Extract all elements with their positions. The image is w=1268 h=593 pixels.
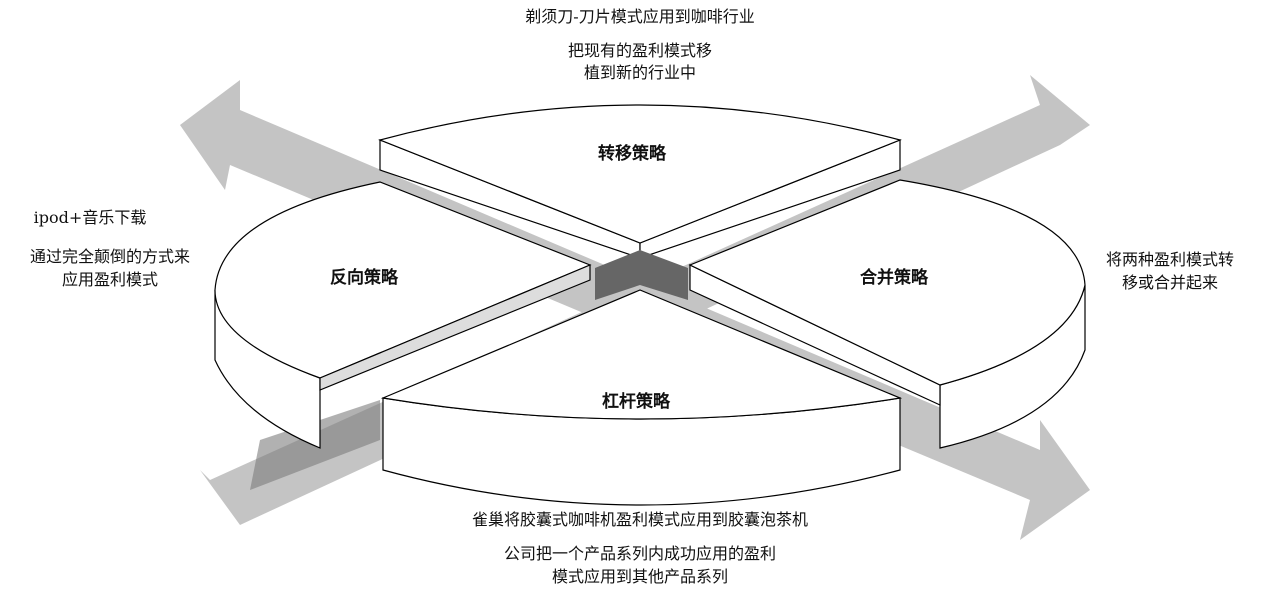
segment-right-shape bbox=[688, 179, 1086, 449]
segment-left-shape bbox=[214, 181, 592, 449]
segment-right-label: 合并策略 bbox=[860, 268, 928, 288]
right-desc-2: 移或合并起来 bbox=[1121, 273, 1218, 292]
right-desc-1: 将两种盈利模式转 bbox=[1105, 250, 1234, 269]
segment-top-label: 转移策略 bbox=[598, 144, 666, 164]
bottom-example: 雀巢将胶囊式咖啡机盈利模式应用到胶囊泡茶机 bbox=[471, 510, 808, 529]
segment-left-label: 反向策略 bbox=[330, 268, 398, 288]
left-desc-2: 应用盈利模式 bbox=[61, 270, 158, 289]
segment-bottom-shape bbox=[380, 289, 903, 506]
left-example: ipod+音乐下载 bbox=[33, 208, 147, 227]
segment-bottom-label: 杠杆策略 bbox=[602, 392, 670, 412]
left-desc-1: 通过完全颠倒的方式来 bbox=[29, 247, 190, 266]
top-desc-1: 把现有的盈利模式移 bbox=[567, 41, 712, 60]
top-example: 剃须刀-刀片模式应用到咖啡行业 bbox=[525, 7, 755, 26]
center-shadow bbox=[595, 250, 688, 300]
bottom-desc-1: 公司把一个产品系列内成功应用的盈利 bbox=[503, 544, 776, 563]
top-desc-2: 植到新的行业中 bbox=[583, 63, 696, 82]
bottom-desc-2: 模式应用到其他产品系列 bbox=[551, 567, 728, 586]
